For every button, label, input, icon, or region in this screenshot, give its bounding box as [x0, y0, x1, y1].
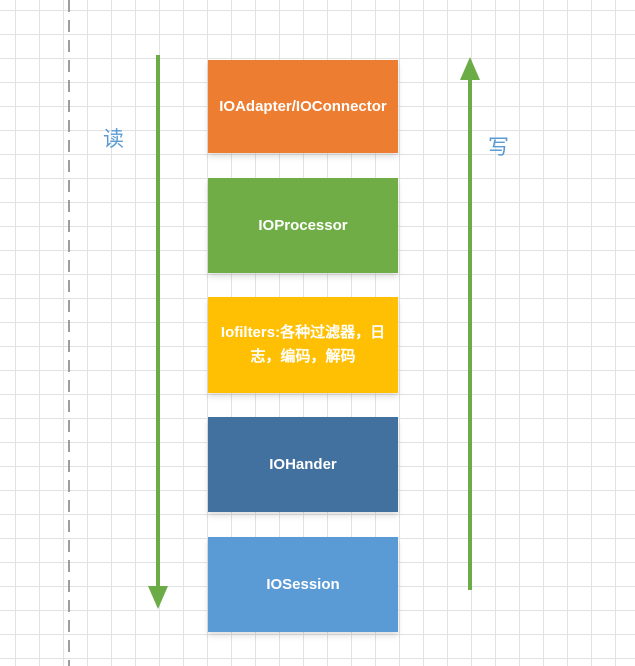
- layer-box-iohander: IOHander: [208, 417, 398, 512]
- layer-box-ioadapter-ioconnector: IOAdapter/IOConnector: [208, 60, 398, 153]
- write-label: 写: [488, 136, 510, 159]
- write-arrow-line: [468, 79, 472, 590]
- read-label: 读: [103, 128, 125, 151]
- layer-box-iosession: IOSession: [208, 537, 398, 632]
- page-guide-dashed-line: [68, 0, 70, 666]
- layer-box-ioprocessor: IOProcessor: [208, 178, 398, 273]
- layer-box-iofilters: Iofilters:各种过滤器，日志，编码，解码: [208, 297, 398, 393]
- read-arrow-down-icon: [148, 586, 168, 609]
- write-arrow-up-icon: [460, 57, 480, 80]
- read-arrow-line: [156, 55, 160, 587]
